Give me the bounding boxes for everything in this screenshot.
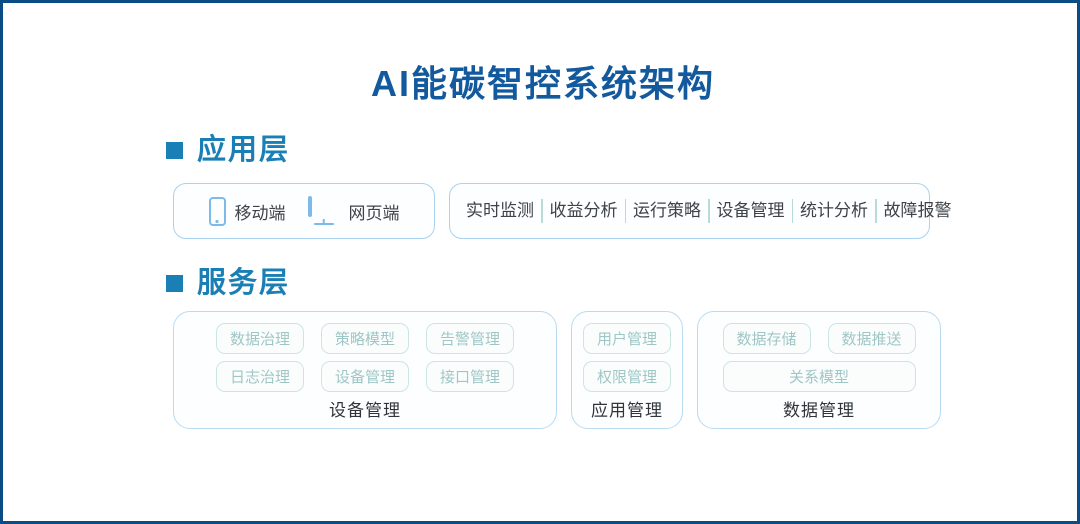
square-bullet-icon [166,275,183,292]
section-heading-label: 应用层 [197,134,291,166]
service-pill-permission-management[interactable]: 权限管理 [583,361,671,392]
service-pill-data-storage[interactable]: 数据存储 [722,323,811,354]
section-heading-label: 服务层 [197,267,291,299]
feature-item-fault-alarm[interactable]: 故障报警 [883,200,952,220]
service-group-application-management: 用户管理 权限管理 应用管理 [571,311,683,429]
service-pill-alarm-management[interactable]: 告警管理 [426,323,514,354]
service-pill-row: 数据存储 数据推送 [722,323,916,354]
divider [541,199,543,223]
service-pill-grid: 数据治理 策略模型 告警管理 日志治理 设备管理 接口管理 [216,323,514,392]
service-pill-row: 权限管理 [583,361,671,392]
divider [708,199,710,223]
service-pill-grid: 数据存储 数据推送 关系模型 [722,323,916,392]
feature-item-device-management[interactable]: 设备管理 [716,200,785,220]
service-pill-data-push[interactable]: 数据推送 [827,323,916,354]
divider [624,199,626,223]
service-pill-log-governance[interactable]: 日志治理 [216,361,304,392]
service-pill-device-management[interactable]: 设备管理 [321,361,409,392]
section-heading-application-layer: 应用层 [166,136,290,165]
service-group-data-management: 数据存储 数据推送 关系模型 数据管理 [697,311,941,429]
service-pill-strategy-model[interactable]: 策略模型 [321,323,409,354]
service-group-label: 数据管理 [783,401,855,420]
feature-item-revenue-analysis[interactable]: 收益分析 [549,200,618,220]
square-bullet-icon [166,142,183,159]
client-label: 移动端 [234,203,286,223]
client-types-box: 移动端 网页端 [173,183,435,239]
client-label: 网页端 [348,203,400,223]
service-group-label: 应用管理 [591,401,663,420]
application-features-list: 实时监测 收益分析 运行策略 设备管理 统计分析 故障报警 [459,199,952,223]
service-pill-relational-model[interactable]: 关系模型 [722,361,916,392]
service-group-device-management: 数据治理 策略模型 告警管理 日志治理 设备管理 接口管理 设备管理 [173,311,557,429]
service-pill-interface-management[interactable]: 接口管理 [426,361,514,392]
client-item-mobile[interactable]: 移动端 [198,196,297,226]
service-pill-row: 日志治理 设备管理 接口管理 [216,361,514,392]
service-pill-data-governance[interactable]: 数据治理 [216,323,304,354]
feature-item-statistical-analysis[interactable]: 统计分析 [800,200,868,220]
client-item-web[interactable]: 网页端 [297,195,411,225]
service-pill-user-management[interactable]: 用户管理 [583,323,671,354]
phone-icon [208,196,226,226]
page-title: AI能碳智控系统架构 [370,63,715,104]
divider [875,199,877,223]
service-pill-row: 用户管理 [583,323,671,354]
application-features-box: 实时监测 收益分析 运行策略 设备管理 统计分析 故障报警 [449,183,952,239]
monitor-icon [307,195,340,225]
section-heading-service-layer: 服务层 [166,269,290,298]
service-pill-row: 关系模型 [722,361,916,392]
service-group-label: 设备管理 [329,401,401,420]
application-layer-row: 移动端 网页端 实时监测 收益分析 运行策略 设备管理 统计分析 [173,183,952,239]
divider [791,199,793,223]
service-pill-row: 数据治理 策略模型 告警管理 [216,323,514,354]
feature-item-realtime-monitoring[interactable]: 实时监测 [466,200,534,220]
service-layer-row: 数据治理 策略模型 告警管理 日志治理 设备管理 接口管理 设备管理 用户管理 … [173,311,941,429]
service-pill-grid: 用户管理 权限管理 [583,323,671,392]
feature-item-operation-strategy[interactable]: 运行策略 [633,200,701,220]
